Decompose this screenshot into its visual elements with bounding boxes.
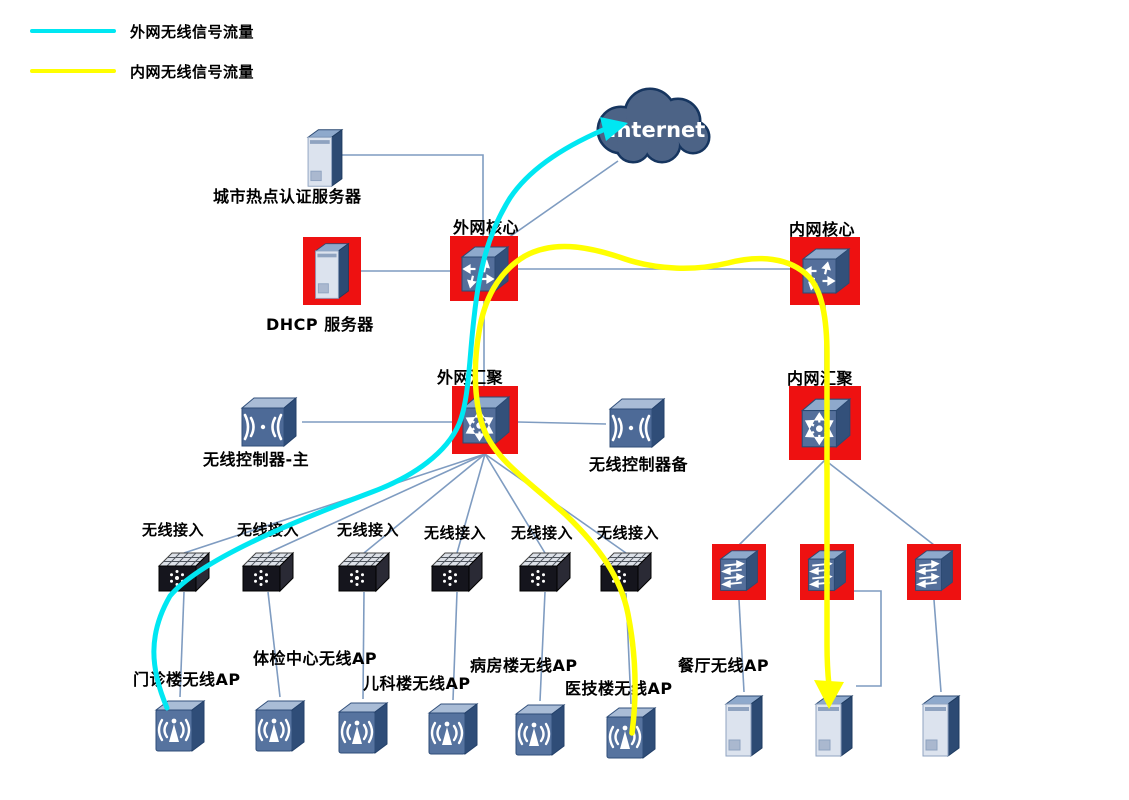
wireless-controller-icon (240, 396, 298, 448)
node-access-switch-4 (429, 550, 485, 598)
wire-access5-ap5 (539, 591, 546, 702)
ap-label: 医技楼无线AP (565, 679, 673, 698)
node-int-server-1 (722, 692, 766, 764)
node-dhcp-server (303, 237, 361, 305)
ap-label: 病房楼无线AP (470, 656, 578, 675)
wireless-ap-icon (154, 700, 206, 752)
node-ap-1 (151, 696, 209, 760)
internet-cloud: Internet (596, 87, 711, 164)
node-label-auth-server: 城市热点认证服务器 (213, 187, 362, 206)
core-router-icon (460, 245, 510, 292)
node-label-ext-core: 外网核心 (453, 218, 520, 237)
wireless-ap-icon (605, 707, 657, 759)
external-flow-arrow-icon (600, 117, 628, 141)
legend-internal-label: 内网无线信号流量 (130, 63, 255, 81)
node-label-wlc-backup: 无线控制器备 (589, 455, 689, 474)
access-switch-icon (430, 551, 484, 593)
node-int-server-3 (919, 692, 963, 764)
wire-sw2-server2 (854, 590, 882, 687)
node-access-switch-5 (517, 550, 573, 598)
node-label-dhcp-server: DHCP 服务器 (266, 315, 374, 334)
workgroup-switch-icon (914, 549, 954, 592)
tower-server-icon (724, 695, 764, 757)
aggregation-switch-icon (800, 398, 852, 448)
core-router-icon (801, 247, 851, 295)
access-switch-label: 无线接入 (424, 524, 487, 542)
node-access-switch-1 (156, 550, 212, 598)
ap-label: 餐厅无线AP (678, 656, 770, 675)
access-switch-label: 无线接入 (597, 524, 660, 542)
wire-intagg-sw1 (738, 459, 826, 546)
wireless-ap-icon (427, 703, 479, 755)
workgroup-switch-icon (719, 549, 759, 592)
access-switch-icon (599, 551, 653, 593)
aggregation-switch-icon (461, 395, 511, 445)
node-int-server-2 (812, 692, 856, 764)
wireless-ap-icon (514, 704, 566, 756)
node-ap-2 (251, 696, 309, 760)
access-switch-icon (241, 551, 295, 593)
wireless-ap-icon (337, 702, 389, 754)
wire-intagg-sw2 (824, 459, 828, 546)
access-switch-icon (518, 551, 572, 593)
node-ap-6 (602, 703, 660, 767)
access-switch-label: 无线接入 (511, 524, 574, 542)
node-ap-3 (334, 698, 392, 762)
access-switch-label: 无线接入 (237, 521, 300, 539)
internet-label: Internet (609, 118, 706, 142)
wire-sw1-server1 (738, 599, 745, 693)
access-switch-label: 无线接入 (337, 521, 400, 539)
legend-external-label: 外网无线信号流量 (130, 23, 255, 41)
node-ext-core (450, 236, 518, 301)
tower-server-icon (921, 695, 961, 757)
node-int-agg (789, 386, 861, 460)
legend-external-line (30, 29, 116, 33)
node-wlc-backup (606, 394, 670, 458)
legend-internal-line (30, 69, 116, 73)
ap-label: 儿科楼无线AP (363, 674, 471, 693)
workgroup-switch-icon (807, 549, 847, 592)
node-int-core (790, 237, 860, 305)
tower-server-icon (314, 242, 350, 300)
node-label-wlc-primary: 无线控制器-主 (203, 450, 310, 469)
node-access-switch-6 (598, 550, 654, 598)
node-ap-4 (424, 699, 482, 763)
access-switch-label: 无线接入 (142, 521, 205, 539)
access-switch-icon (157, 551, 211, 593)
wire-intagg-sw3 (824, 459, 935, 546)
node-label-int-core: 内网核心 (789, 220, 856, 239)
node-ap-5 (511, 700, 569, 764)
node-ext-agg (452, 386, 518, 454)
wireless-controller-icon (608, 397, 666, 449)
tower-server-icon (306, 128, 344, 188)
wire-sw3-server3 (933, 599, 942, 693)
node-access-switch-3 (336, 550, 392, 598)
external-flow-line (151, 127, 606, 711)
node-int-switch-1 (712, 544, 766, 600)
node-label-ext-agg: 外网汇聚 (437, 368, 504, 387)
tower-server-icon (814, 695, 854, 757)
node-int-switch-2 (800, 544, 854, 600)
node-access-switch-2 (240, 550, 296, 598)
access-switch-icon (337, 551, 391, 593)
wireless-ap-icon (254, 700, 306, 752)
ap-label: 体检中心无线AP (253, 649, 378, 668)
wire-extagg-wlcbackup (517, 421, 607, 425)
ap-label: 门诊楼无线AP (133, 670, 241, 689)
wire-internet-extcore (507, 160, 619, 239)
node-int-switch-3 (907, 544, 961, 600)
